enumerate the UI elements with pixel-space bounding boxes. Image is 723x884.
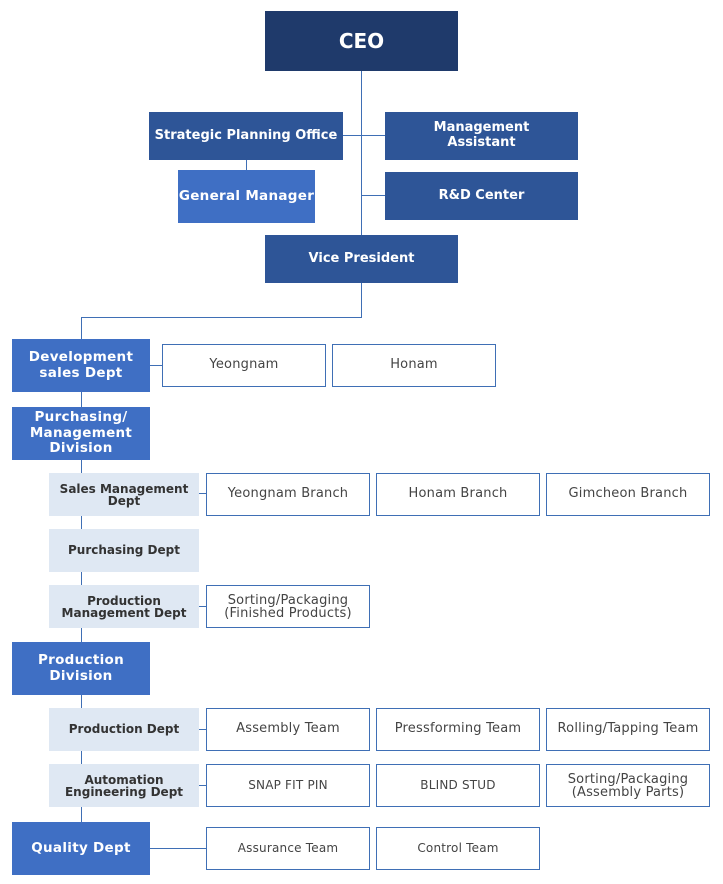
dev-yeongnam-box: Yeongnam [162, 344, 326, 387]
pressforming-team-label: Pressforming Team [394, 721, 522, 737]
dev-honam-label: Honam [390, 357, 438, 373]
quality-dept-label: Quality Dept [31, 839, 131, 856]
development-sales-box: Development sales Dept [12, 339, 150, 392]
honam-branch-label: Honam Branch [408, 486, 508, 502]
yeongnam-branch-label: Yeongnam Branch [227, 486, 349, 502]
ceo-box: CEO [265, 11, 458, 71]
sorting-packaging-assembly-label: Sorting/Packaging (Assembly Parts) [567, 771, 689, 800]
gimcheon-branch-label: Gimcheon Branch [568, 486, 688, 502]
production-dept-box: Production Dept [49, 708, 199, 751]
production-management-dept-label: Production Management Dept [61, 593, 187, 620]
connector-line [81, 317, 362, 318]
honam-branch-box: Honam Branch [376, 473, 540, 516]
yeongnam-branch-box: Yeongnam Branch [206, 473, 370, 516]
quality-dept-box: Quality Dept [12, 822, 150, 875]
rnd-center-label: R&D Center [438, 187, 525, 203]
sorting-packaging-finished-label: Sorting/Packaging (Finished Products) [224, 592, 352, 621]
purchasing-dept-label: Purchasing Dept [67, 542, 180, 557]
production-division-label: Production Division [37, 651, 125, 684]
sorting-packaging-finished-box: Sorting/Packaging (Finished Products) [206, 585, 370, 628]
assurance-team-label: Assurance Team [237, 840, 339, 855]
dev-yeongnam-label: Yeongnam [209, 357, 279, 373]
purchasing-dept-box: Purchasing Dept [49, 529, 199, 572]
production-management-dept-box: Production Management Dept [49, 585, 199, 628]
strategic-planning-box: Strategic Planning Office [149, 112, 343, 160]
automation-engineering-dept-box: Automation Engineering Dept [49, 764, 199, 807]
purchasing-management-division-label: Purchasing/ Management Division [29, 409, 133, 457]
strategic-planning-label: Strategic Planning Office [154, 127, 338, 143]
control-team-box: Control Team [376, 827, 540, 870]
management-assistant-label: Management Assistant [433, 120, 530, 150]
connector-line [343, 135, 385, 136]
connector-line [361, 195, 385, 196]
connector-line [246, 160, 247, 170]
production-division-box: Production Division [12, 642, 150, 695]
snap-fit-pin-label: SNAP FIT PIN [248, 777, 328, 792]
connector-line [150, 848, 206, 849]
assurance-team-box: Assurance Team [206, 827, 370, 870]
gimcheon-branch-box: Gimcheon Branch [546, 473, 710, 516]
control-team-label: Control Team [417, 840, 499, 855]
sales-management-dept-label: Sales Management Dept [59, 481, 189, 508]
connector-line [199, 729, 206, 730]
assembly-team-label: Assembly Team [236, 721, 340, 737]
general-manager-label: General Manager [178, 187, 315, 204]
rolling-tapping-team-box: Rolling/Tapping Team [546, 708, 710, 751]
pressforming-team-box: Pressforming Team [376, 708, 540, 751]
sorting-packaging-assembly-box: Sorting/Packaging (Assembly Parts) [546, 764, 710, 807]
vice-president-box: Vice President [265, 235, 458, 283]
rolling-tapping-team-label: Rolling/Tapping Team [557, 721, 699, 737]
connector-line [199, 785, 206, 786]
purchasing-management-division-box: Purchasing/ Management Division [12, 407, 150, 460]
development-sales-label: Development sales Dept [28, 348, 134, 381]
snap-fit-pin-box: SNAP FIT PIN [206, 764, 370, 807]
blind-stud-label: BLIND STUD [420, 777, 496, 792]
ceo-label: CEO [338, 28, 385, 53]
production-dept-label: Production Dept [68, 721, 180, 736]
rnd-center-box: R&D Center [385, 172, 578, 220]
sales-management-dept-box: Sales Management Dept [49, 473, 199, 516]
connector-line [150, 365, 162, 366]
blind-stud-box: BLIND STUD [376, 764, 540, 807]
connector-line [361, 71, 362, 235]
connector-line [199, 606, 206, 607]
automation-engineering-dept-label: Automation Engineering Dept [64, 772, 184, 799]
connector-line [361, 283, 362, 317]
general-manager-box: General Manager [178, 170, 315, 223]
management-assistant-box: Management Assistant [385, 112, 578, 160]
dev-honam-box: Honam [332, 344, 496, 387]
connector-line [199, 493, 206, 494]
assembly-team-box: Assembly Team [206, 708, 370, 751]
vice-president-label: Vice President [308, 250, 415, 266]
